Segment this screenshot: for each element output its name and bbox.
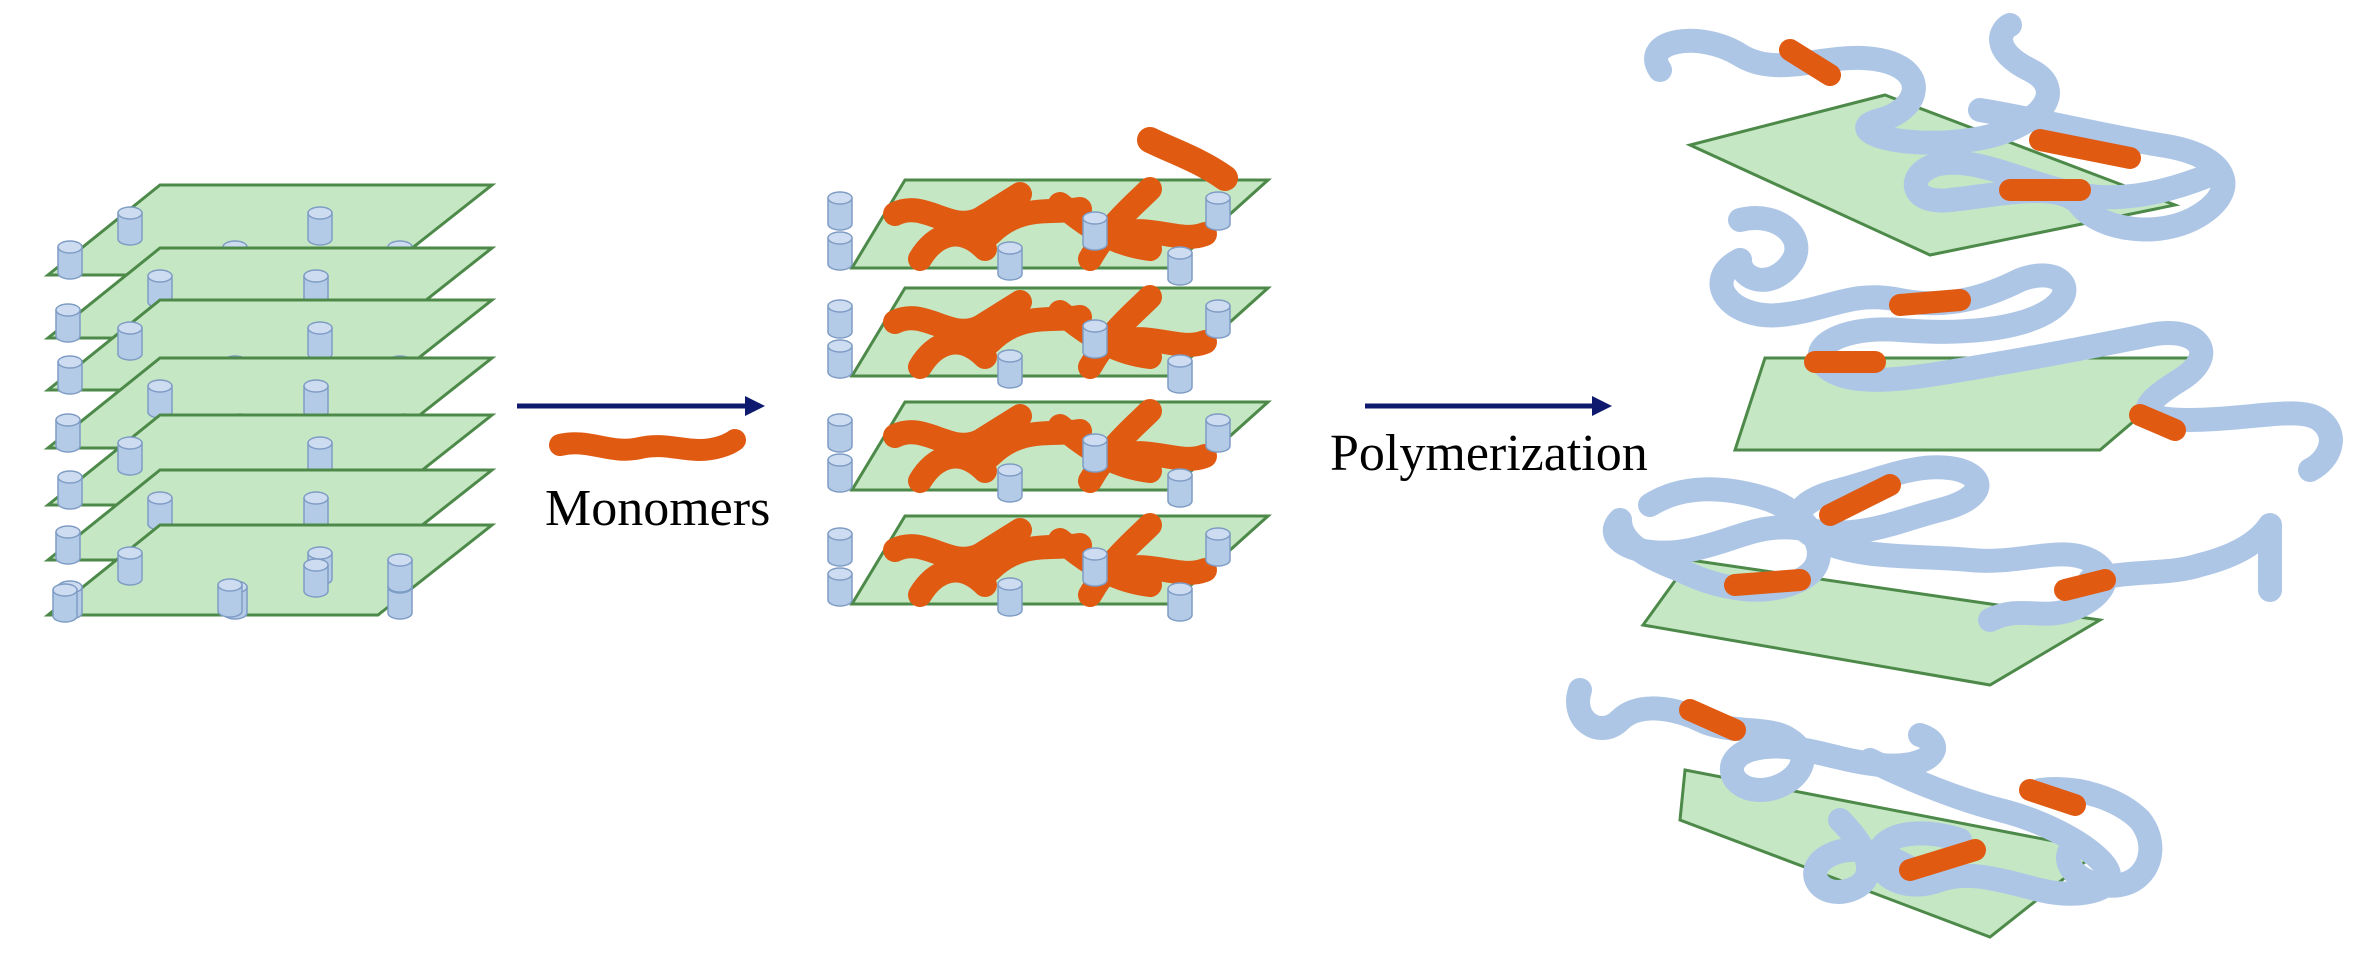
polymerized-monomer-segment xyxy=(2019,779,2086,816)
polymerized-monomer-segment xyxy=(1724,569,1811,596)
pillar-cylinder xyxy=(827,527,853,567)
monomer-strand xyxy=(1108,555,1217,585)
polymer-chain xyxy=(1644,13,2060,155)
polymerized-monomer-segment xyxy=(1889,289,1971,316)
pillar-cylinder xyxy=(1205,191,1231,231)
polymerized-monomer-segment xyxy=(2129,404,2186,441)
monomer-strand xyxy=(1137,127,1238,191)
pillar-cylinder xyxy=(52,583,78,623)
pillar-cylinder xyxy=(1167,246,1193,286)
pillar-cylinder xyxy=(1082,319,1108,359)
pillar-cylinder xyxy=(303,379,329,419)
pillar-cylinder xyxy=(307,206,333,246)
polymerized-monomer-segment xyxy=(1779,39,1841,86)
monomer-addition-step: Monomers xyxy=(517,396,770,537)
pillar-cylinder xyxy=(1082,433,1108,473)
pillar-cylinder xyxy=(1167,582,1193,622)
pillar-cylinder xyxy=(827,191,853,231)
monomer-strand xyxy=(908,444,997,493)
polymer-chain xyxy=(1803,808,1942,904)
pillar-cylinder xyxy=(307,321,333,361)
pillar-cylinder xyxy=(387,553,413,593)
pillar-cylinder xyxy=(1205,527,1231,567)
polymerized-monomer-segment xyxy=(1899,839,1986,881)
polymerization-label: Polymerization xyxy=(1330,425,1648,482)
layer-sheet xyxy=(43,523,497,617)
polymerized-monomer-segment xyxy=(1679,699,1746,741)
monomer-strand xyxy=(883,182,1032,235)
pillar-cylinder xyxy=(147,379,173,419)
monomer-strand xyxy=(1108,327,1217,357)
pillar-cylinder xyxy=(55,303,81,343)
pillar-cylinder xyxy=(997,463,1023,503)
pillar-cylinder xyxy=(827,231,853,271)
pillar-cylinder xyxy=(827,299,853,339)
pillar-cylinder xyxy=(1082,547,1108,587)
stage-1-layered-host xyxy=(43,183,497,623)
monomer-strand-icon xyxy=(549,429,746,461)
pillar-cylinder xyxy=(57,240,83,280)
pillar-cylinder xyxy=(1167,468,1193,508)
pillar-cylinder xyxy=(117,546,143,586)
pillar-cylinder xyxy=(1082,211,1108,251)
polymer-chain xyxy=(1602,455,2117,632)
pillar-cylinder xyxy=(827,413,853,453)
polymer-chain xyxy=(2078,513,2282,602)
arrow-2-right-arrow xyxy=(1365,396,1612,416)
pillar-cylinder xyxy=(827,567,853,607)
pillar-cylinder xyxy=(303,558,329,598)
polymer-chain xyxy=(1728,206,1809,292)
monomer-strand xyxy=(1108,219,1217,249)
pillar-cylinder xyxy=(55,413,81,453)
monomer-strand xyxy=(883,290,1032,343)
pillar-cylinder xyxy=(827,339,853,379)
pillar-cylinder xyxy=(1167,354,1193,394)
pillar-cylinder xyxy=(55,525,81,565)
monomer-strand xyxy=(908,330,997,379)
pillar-cylinder xyxy=(1205,413,1231,453)
arrow-1-right-arrow xyxy=(517,396,765,416)
pillar-cylinder xyxy=(827,453,853,493)
pillar-cylinder xyxy=(117,206,143,246)
pillar-cylinder xyxy=(1205,299,1231,339)
pillar-cylinder xyxy=(997,577,1023,617)
pillar-cylinder xyxy=(217,578,243,618)
pillar-cylinder xyxy=(997,241,1023,281)
polymerized-monomer-segment xyxy=(2054,569,2116,601)
polymer-chain xyxy=(2028,777,2163,898)
pillar-cylinder xyxy=(57,470,83,510)
polymerized-monomer-segment xyxy=(2029,129,2141,169)
monomer-strand xyxy=(908,558,997,607)
monomer-strand xyxy=(908,222,997,271)
monomers-label: Monomers xyxy=(545,480,770,537)
pillar-cylinder xyxy=(117,436,143,476)
pillar-cylinder xyxy=(997,349,1023,389)
stage-2-intercalated-monomers xyxy=(827,127,1272,622)
monomer-strand xyxy=(1108,441,1217,471)
monomer-strand xyxy=(883,518,1032,571)
monomer-strand xyxy=(883,404,1032,457)
polymerized-monomer-segment xyxy=(1819,474,1901,526)
pillar-cylinder xyxy=(117,321,143,361)
stage-3-exfoliated-polymer-sheets xyxy=(1566,13,2343,939)
polymerization-step: Polymerization xyxy=(1330,396,1648,482)
pillar-cylinder xyxy=(57,355,83,395)
